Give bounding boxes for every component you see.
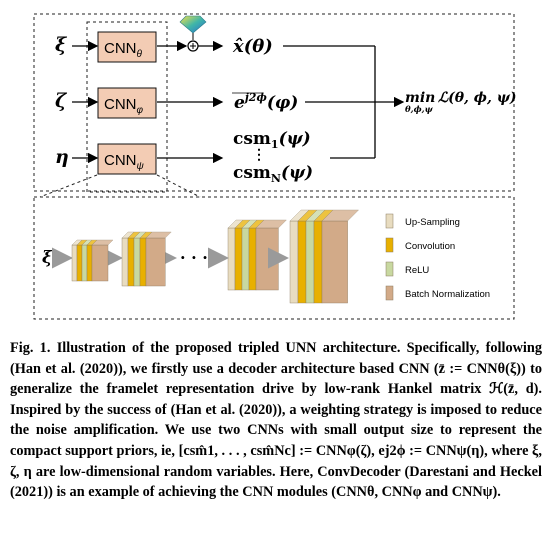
top-dashed-frame	[33, 13, 515, 192]
architecture-figure: ξ ζ η CNNθ CNNφ CNNψ x̂(θ) ej2ϕ(φ) csm1(…	[33, 13, 517, 320]
block-layer-top	[145, 231, 172, 239]
decoder-block-2	[121, 231, 172, 287]
caption-label: Fig. 1.	[10, 340, 51, 356]
svg-text:θ,ϕ,ψ: θ,ϕ,ψ	[405, 105, 434, 115]
cnn-theta-box: CNNθ	[97, 31, 157, 63]
output-phase: ej2ϕ(φ)	[232, 91, 298, 113]
block-layer	[133, 237, 141, 287]
caption-text: Illustration of the proposed tripled UNN…	[10, 340, 543, 501]
output-dots: ⋮	[252, 147, 266, 163]
legend-swatch	[385, 237, 394, 253]
svg-text:CNNφ: CNNφ	[104, 96, 144, 116]
block-layer	[91, 244, 109, 282]
block-layer-top	[255, 219, 287, 229]
input-zeta: ζ	[55, 90, 68, 112]
input-eta: η	[55, 146, 69, 168]
block-layer	[313, 220, 323, 304]
block-layer	[289, 220, 299, 304]
block-layer	[234, 227, 243, 291]
block-layer	[86, 244, 93, 282]
output-csm-n: csmN(ψ)	[233, 163, 313, 185]
legend-swatch	[385, 213, 394, 229]
block-layer	[127, 237, 135, 287]
block-layer	[227, 227, 236, 291]
decoder-block-3	[227, 219, 287, 291]
svg-text:ej2ϕ(φ): ej2ϕ(φ)	[234, 91, 298, 113]
zoom-line-left	[39, 174, 98, 198]
legend-swatch	[385, 285, 394, 301]
bottom-dashed-frame	[33, 196, 515, 320]
block-layer	[321, 220, 348, 304]
block-layer	[71, 244, 78, 282]
block-layer	[241, 227, 250, 291]
detail-ellipsis: · · ·	[180, 248, 208, 267]
legend-label: Up-Sampling	[405, 217, 460, 228]
block-layer	[76, 244, 83, 282]
weighting-icon	[179, 15, 207, 40]
cnn-phi-box: CNNφ	[97, 87, 157, 119]
block-layer	[248, 227, 257, 291]
zoom-line-right	[156, 174, 201, 198]
figure-caption: Fig. 1. Illustration of the proposed tri…	[10, 338, 542, 503]
block-layer	[121, 237, 129, 287]
legend-label: Batch Normalization	[405, 289, 490, 300]
legend-label: ReLU	[405, 265, 429, 276]
multiply-node	[187, 40, 199, 52]
svg-text:CNNψ: CNNψ	[104, 152, 145, 172]
svg-text:min: min	[405, 90, 435, 106]
block-layer	[145, 237, 166, 287]
decoder-block-1	[71, 239, 114, 282]
block-layer-top	[91, 239, 114, 246]
objective-function: min θ,ϕ,ψ ℒ(θ, ϕ, ψ)	[405, 90, 517, 115]
input-xi: ξ	[55, 34, 68, 56]
decoder-block-4	[289, 209, 360, 304]
output-x-hat: x̂(θ)	[232, 36, 273, 57]
decoder-blocks	[71, 209, 360, 304]
cnn-psi-box: CNNψ	[97, 143, 157, 175]
block-layer	[139, 237, 147, 287]
svg-text:csmN(ψ): csmN(ψ)	[233, 163, 313, 185]
block-layer-top	[321, 209, 360, 222]
svg-text:csm1(ψ): csm1(ψ)	[233, 129, 311, 151]
block-layer	[297, 220, 307, 304]
svg-text:ℒ(θ, ϕ, ψ): ℒ(θ, ϕ, ψ)	[438, 90, 517, 106]
block-layer	[305, 220, 315, 304]
block-layer	[81, 244, 88, 282]
output-csm-1: csm1(ψ)	[233, 129, 311, 151]
detail-input-xi: ξ	[42, 248, 53, 268]
cnn-group-dashed-frame	[86, 21, 168, 193]
legend-swatch	[385, 261, 394, 277]
legend-label: Convolution	[405, 241, 455, 252]
svg-text:CNNθ: CNNθ	[104, 40, 143, 60]
